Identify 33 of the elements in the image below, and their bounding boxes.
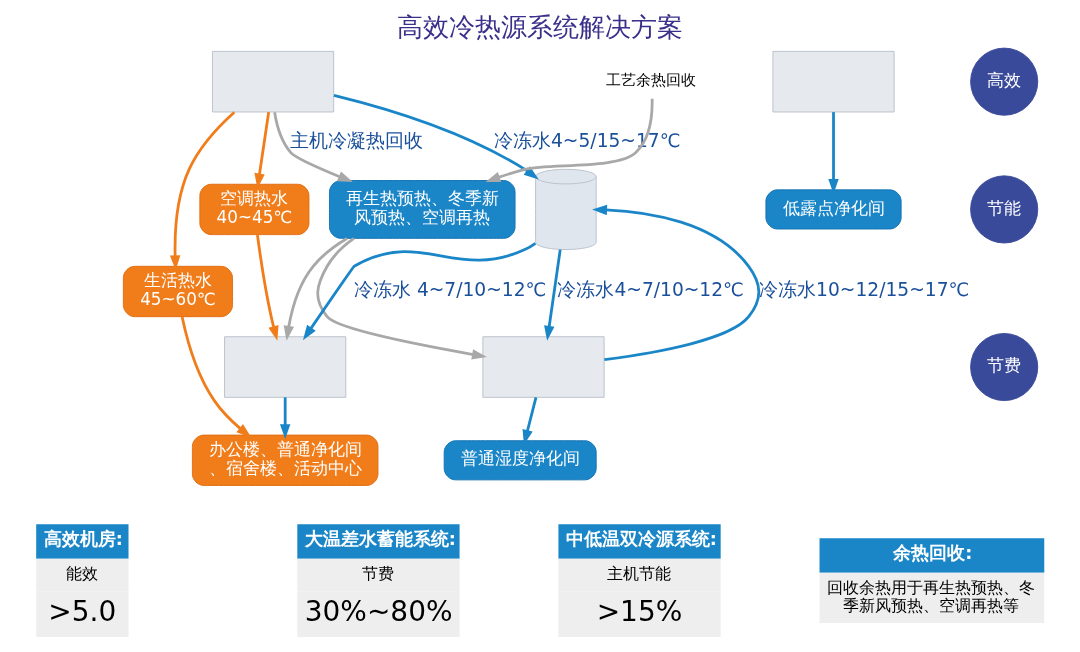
node-circle: 节费 [970,333,1039,402]
edge-label: 冷冻水4~7/10~12℃ [557,279,745,301]
node-circle: 高效 [970,47,1039,116]
node-box: 再生热预热、冬季新风预热、空调再热 [329,180,516,239]
node-box: 普通湿度净化间 [443,440,597,481]
arrow [279,397,291,440]
arrow [333,94,539,180]
arrow [302,242,537,341]
edge-label: 主机冷凝热回收 [290,129,424,151]
node-box: 空调热水 40~45℃ [199,183,310,236]
node-box [772,50,895,113]
diagram-title: 高效冷热源系统解决方案 [397,12,683,43]
node-text: 工艺余热回收 [605,71,696,90]
arrow [180,316,252,438]
node-box: 低露点净化间 [765,189,902,230]
node-box [224,336,347,398]
arrow [592,204,761,362]
node-box [482,336,605,398]
node-box: 办公楼、普通净化间、宿舍楼、活动中心 [191,434,379,486]
node-circle: 节能 [970,175,1039,244]
arrow [522,397,538,445]
edge-label: 冷冻水 4~7/10~12℃ [353,279,547,301]
arrow [283,237,348,341]
arrow [273,112,353,183]
arrow [485,98,654,182]
node-box [211,50,335,113]
arrow [828,112,839,194]
node-box: 生活热水 45~60℃ [122,265,233,318]
edge-label: 冷冻水4~5/15~17℃ [494,129,681,151]
arrow [316,237,487,360]
arrow [544,249,562,341]
edge-label: 冷冻水10~12/15~17℃ [759,279,970,301]
arrow [256,234,279,341]
